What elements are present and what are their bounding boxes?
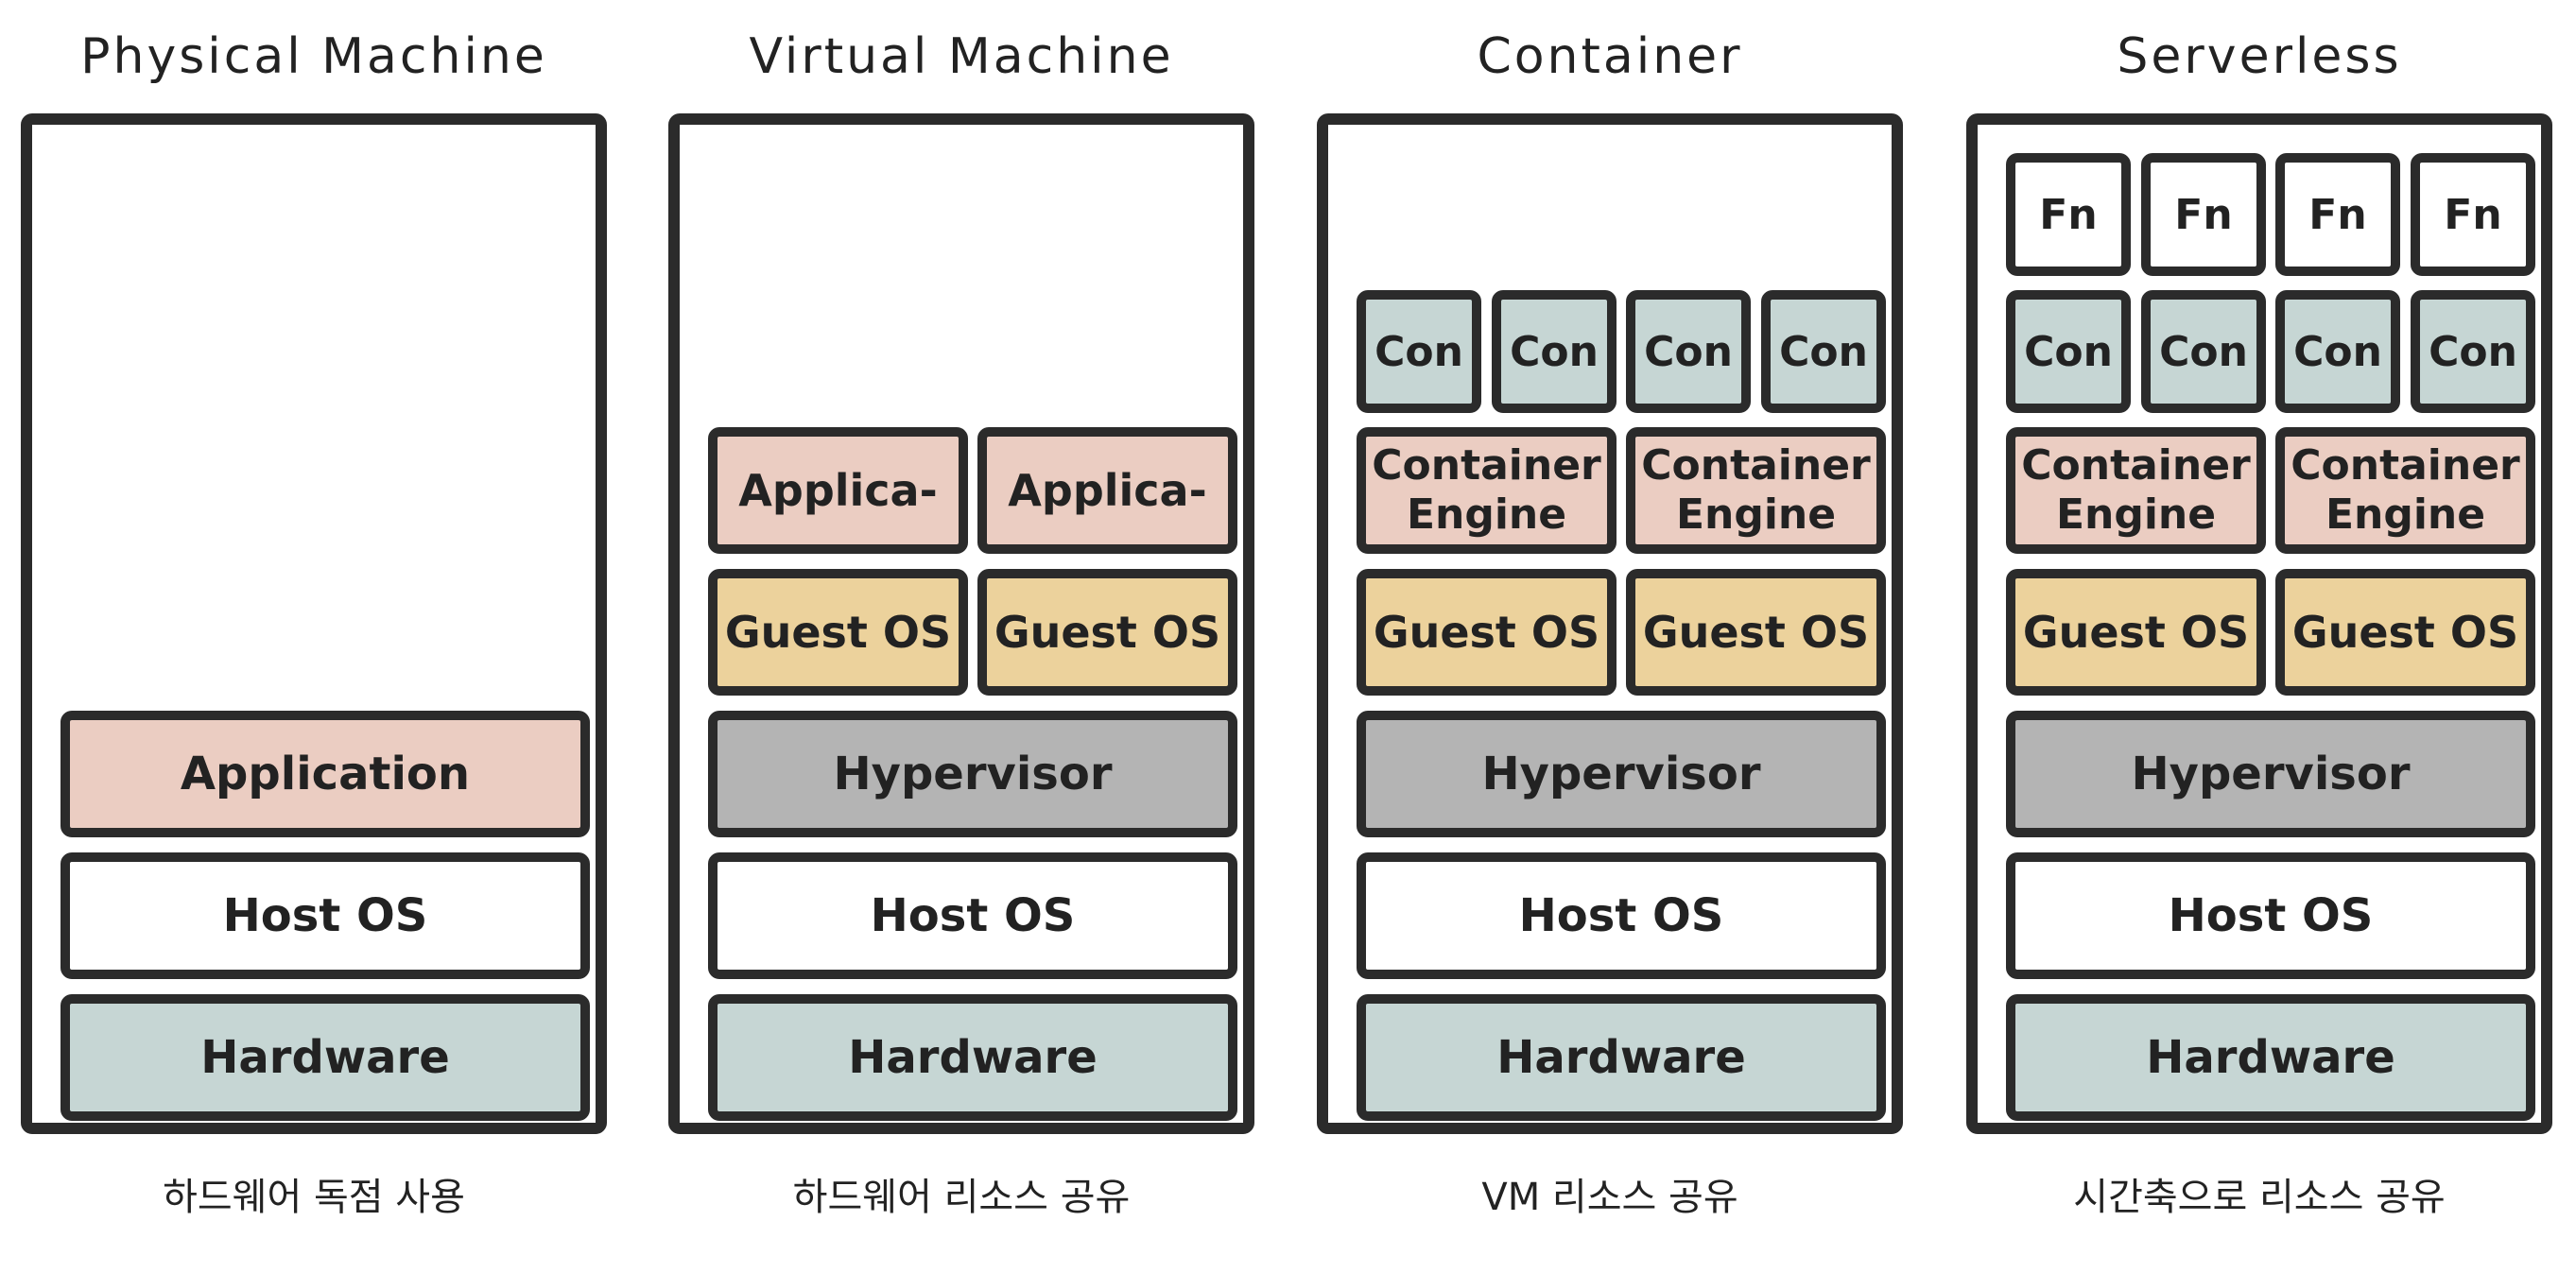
column-title: Container [1477,28,1743,85]
container-engine-block: Container Engine [1626,427,1886,554]
host-os-block: Host OS [708,852,1237,979]
column-caption: 하드웨어 독점 사용 [163,1176,465,1219]
guest-os-block: Guest OS [1626,569,1886,696]
guest-os-block: Guest OS [2275,569,2535,696]
hardware-block: Hardware [708,994,1237,1121]
function-block: Fn [2275,153,2400,276]
hardware-block: Hardware [61,994,590,1121]
container-block: Con [2275,290,2400,413]
container-block: Con [2411,290,2535,413]
column-title: Virtual Machine [749,28,1174,85]
column-title: Physical Machine [80,28,547,85]
guest-os-block: Guest OS [1357,569,1616,696]
application-block: Application [61,711,590,837]
host-os-block: Host OS [2006,852,2535,979]
container-block: Con [2141,290,2266,413]
container-block: Con [2006,290,2131,413]
application-block: Applica- [977,427,1237,554]
column-serverless: Serverless Fn Fn Fn Fn Con Con Con Con C… [1966,0,2552,1273]
container-block: Con [1626,290,1751,413]
column-physical-machine: Physical Machine Application Host OS Har… [21,0,607,1273]
guest-os-block: Guest OS [977,569,1237,696]
function-block: Fn [2006,153,2131,276]
guest-os-block: Guest OS [708,569,968,696]
container-block: Con [1761,290,1886,413]
hardware-block: Hardware [1357,994,1886,1121]
column-container: Container Con Con Con Con Container Engi… [1317,0,1903,1273]
column-virtual-machine: Virtual Machine Applica- Applica- Guest … [668,0,1254,1273]
function-block: Fn [2141,153,2266,276]
container-block: Con [1492,290,1616,413]
machine-frame: Application Host OS Hardware [21,113,607,1134]
column-caption: VM 리소스 공유 [1481,1176,1738,1219]
application-block: Applica- [708,427,968,554]
container-engine-block: Container Engine [1357,427,1616,554]
hypervisor-block: Hypervisor [2006,711,2535,837]
machine-frame: Con Con Con Con Container Engine Contain… [1317,113,1903,1134]
machine-frame: Fn Fn Fn Fn Con Con Con Con Container En… [1966,113,2552,1134]
guest-os-block: Guest OS [2006,569,2266,696]
container-engine-block: Container Engine [2006,427,2266,554]
host-os-block: Host OS [1357,852,1886,979]
column-caption: 시간축으로 리소스 공유 [2073,1176,2446,1219]
hardware-block: Hardware [2006,994,2535,1121]
container-engine-block: Container Engine [2275,427,2535,554]
column-title: Serverless [2117,28,2402,85]
hypervisor-block: Hypervisor [708,711,1237,837]
host-os-block: Host OS [61,852,590,979]
machine-frame: Applica- Applica- Guest OS Guest OS Hype… [668,113,1254,1134]
container-block: Con [1357,290,1481,413]
column-caption: 하드웨어 리소스 공유 [792,1176,1131,1219]
function-block: Fn [2411,153,2535,276]
hypervisor-block: Hypervisor [1357,711,1886,837]
